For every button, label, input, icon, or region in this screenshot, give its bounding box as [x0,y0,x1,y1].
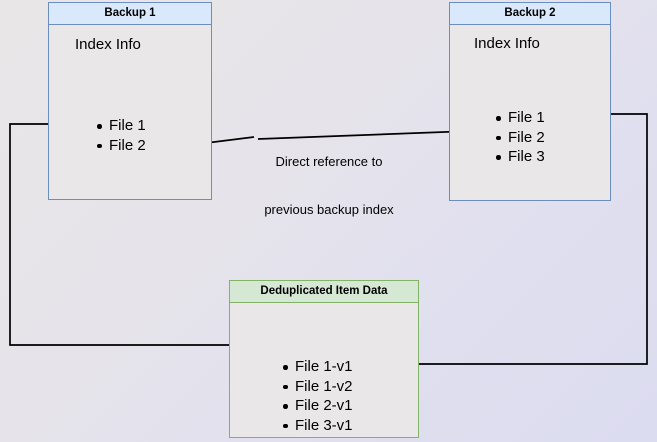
node-backup2-index-label: Index Info [474,35,540,52]
node-backup1-index-label: Index Info [75,36,141,53]
node-backup2-file-list: File 1 File 2 File 3 [496,108,545,167]
node-backup1-title: Backup 1 [49,3,211,25]
list-item: File 2-v1 [283,396,353,416]
list-item: File 2 [496,128,545,148]
list-item: File 3-v1 [283,416,353,436]
node-dedup-file-list: File 1-v1 File 1-v2 File 2-v1 File 3-v1 [283,357,353,435]
edge-label-direct-reference: Direct reference to previous backup inde… [249,122,409,250]
node-dedup-body: File 1-v1 File 1-v2 File 2-v1 File 3-v1 [230,303,418,437]
list-item: File 1-v2 [283,377,353,397]
node-backup1[interactable]: Backup 1 Index Info File 1 File 2 [48,2,212,200]
node-backup2-title: Backup 2 [450,3,610,25]
edge-backup2-to-dedup [382,113,648,368]
list-item: File 1 [496,108,545,128]
node-backup2-body: Index Info File 1 File 2 File 3 [450,25,610,200]
node-deduplicated-item-data[interactable]: Deduplicated Item Data File 1-v1 File 1-… [229,280,419,438]
list-item: File 1-v1 [283,357,353,377]
node-dedup-title: Deduplicated Item Data [230,281,418,303]
node-backup1-body: Index Info File 1 File 2 [49,25,211,199]
list-item: File 1 [97,116,146,136]
list-item: File 2 [97,136,146,156]
edge-label-line-2: previous backup index [264,202,394,217]
node-backup1-file-list: File 1 File 2 [97,116,146,155]
edge-label-line-1: Direct reference to [275,154,383,169]
node-backup2[interactable]: Backup 2 Index Info File 1 File 2 File 3 [449,2,611,201]
list-item: File 3 [496,147,545,167]
